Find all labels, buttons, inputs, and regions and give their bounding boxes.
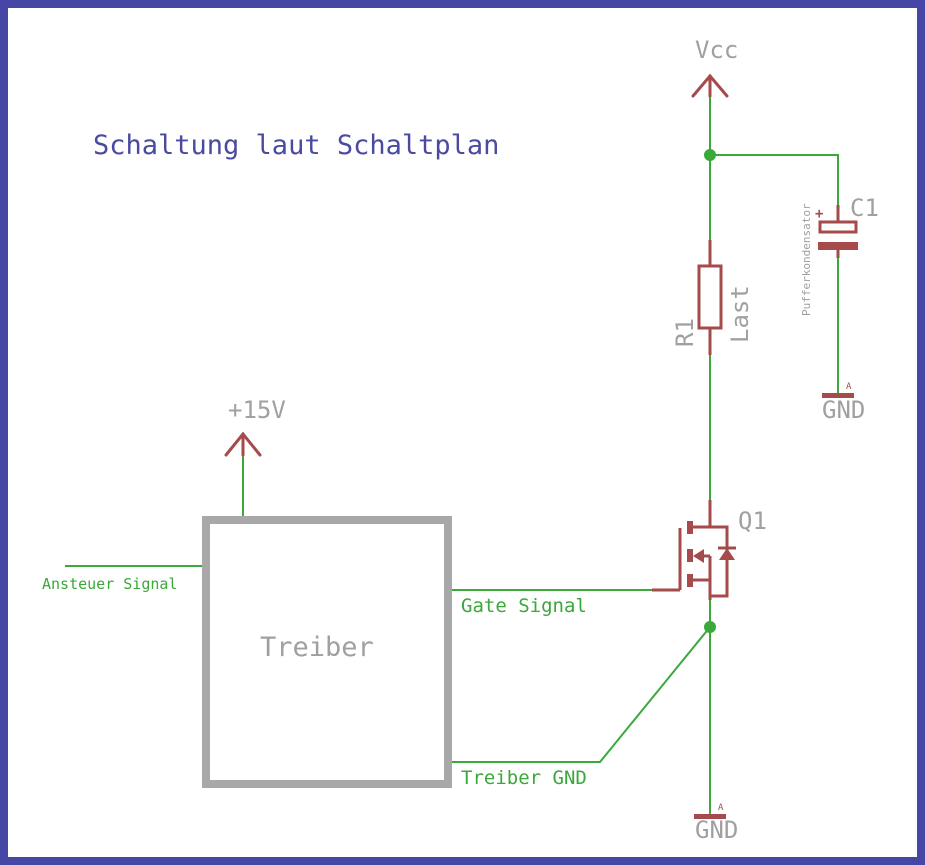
gnd-symbol-top [822, 393, 854, 398]
diagram-title: Schaltung laut Schaltplan [93, 130, 499, 161]
treiber-gnd-label: Treiber GND [461, 767, 587, 789]
c1-plus-sign: + [815, 206, 823, 222]
gnd-marker-top: A [846, 382, 852, 392]
junction-vcc [704, 149, 716, 161]
vcc-supply-symbol [691, 73, 729, 98]
junction-source [704, 621, 716, 633]
wire-junction-to-c1 [710, 154, 839, 205]
plus15v-label: +15V [228, 396, 286, 424]
wires [65, 96, 839, 815]
r1-label: R1 [671, 318, 699, 347]
gnd-label-bottom: GND [695, 816, 738, 844]
r1-value-label: Last [726, 285, 754, 343]
q1-label: Q1 [738, 507, 767, 535]
gnd-symbol-bottom [694, 814, 726, 819]
driver-box [202, 516, 452, 788]
gate-signal-label: Gate Signal [461, 595, 587, 617]
gnd-label-top: GND [822, 396, 865, 424]
resistor-r1 [697, 240, 723, 355]
plus15v-supply-symbol [224, 431, 262, 457]
driver-label: Treiber [260, 632, 374, 663]
vcc-label: Vcc [695, 36, 738, 64]
gnd-marker-bottom: A [718, 803, 724, 813]
wire-treiber-gnd [448, 626, 711, 763]
mosfet-q1-channel [687, 521, 735, 587]
ansteuer-signal-label: Ansteuer Signal [42, 575, 177, 593]
c1-label: C1 [850, 194, 879, 222]
capacitor-c1 [818, 205, 858, 258]
mosfet-q1 [652, 500, 736, 600]
c1-value-label: Pufferkondensator [800, 203, 813, 316]
